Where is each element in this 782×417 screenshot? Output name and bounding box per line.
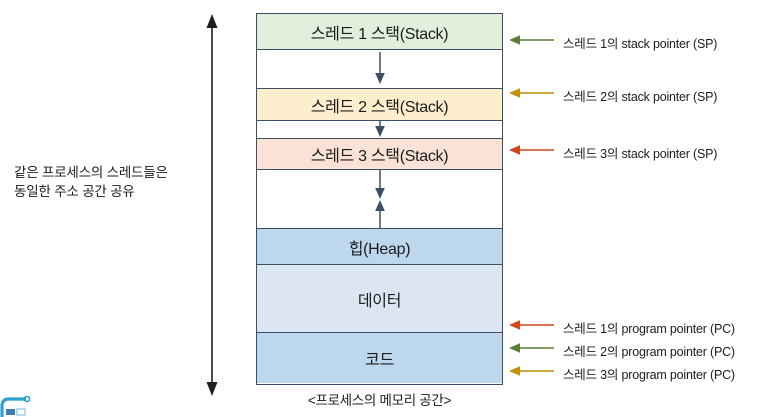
annotation-thread-1-pc: 스레드 1의 program pointer (PC) (508, 318, 735, 336)
leader-line-thread-3-pc (508, 364, 556, 383)
leader-line-thread-1-pc (508, 318, 556, 337)
thread-2-stack-label: 스레드 2 스택(Stack) (310, 98, 449, 116)
annotation-thread-3-sp: 스레드 3의 stack pointer (SP) (508, 143, 717, 161)
leader-line-thread-2-pc (508, 341, 556, 360)
left-note-line-2: 동일한 주소 공간 공유 (14, 184, 135, 199)
partial-ui-artifact-icon (0, 396, 40, 417)
stack-gap-1 (257, 50, 502, 88)
thread-2-stack-band: 스레드 2 스택(Stack) (257, 88, 502, 121)
annotation-thread-1-sp-text: 스레드 1의 stack pointer (SP) (563, 36, 718, 51)
annotation-thread-3-pc: 스레드 3의 program pointer (PC) (508, 364, 735, 382)
left-note: 같은 프로세스의 스레드들은 동일한 주소 공간 공유 (14, 163, 194, 201)
process-memory-box: 스레드 1 스택(Stack) 스레드 2 스택(Stack) 스레드 (256, 13, 503, 385)
annotation-thread-3-pc-text: 스레드 3의 program pointer (PC) (563, 367, 735, 382)
thread-1-stack-label: 스레드 1 스택(Stack) (310, 25, 449, 43)
data-band: 데이터 (257, 265, 502, 333)
code-label: 코드 (365, 352, 394, 369)
stack-grow-down-arrow-2 (372, 120, 388, 138)
annotation-thread-2-sp-text: 스레드 2의 stack pointer (SP) (563, 89, 718, 104)
annotation-thread-2-sp: 스레드 2의 stack pointer (SP) (508, 86, 717, 104)
address-space-span-arrow (196, 10, 228, 400)
annotation-thread-3-sp-text: 스레드 3의 stack pointer (SP) (563, 146, 718, 161)
stack-heap-grow-arrows (372, 170, 388, 228)
heap-label: 힙(Heap) (348, 240, 411, 258)
stack-gap-2 (257, 120, 502, 138)
leader-line-thread-2-sp (508, 86, 556, 105)
thread-3-stack-band: 스레드 3 스택(Stack) (257, 138, 502, 170)
leader-line-thread-3-sp (508, 143, 556, 162)
annotation-thread-1-sp: 스레드 1의 stack pointer (SP) (508, 33, 717, 51)
annotation-thread-2-pc-text: 스레드 2의 program pointer (PC) (563, 344, 735, 359)
thread-1-stack-band: 스레드 1 스택(Stack) (257, 14, 502, 50)
stack-grow-down-arrow-1 (372, 52, 388, 86)
thread-3-stack-label: 스레드 3 스택(Stack) (310, 148, 449, 165)
leader-line-thread-1-sp (508, 33, 556, 52)
annotation-thread-1-pc-text: 스레드 1의 program pointer (PC) (563, 321, 735, 336)
memory-box-caption: <프로세스의 메모리 공간> (307, 393, 452, 408)
annotation-thread-2-pc: 스레드 2의 program pointer (PC) (508, 341, 735, 359)
stack-heap-gap (257, 170, 502, 228)
code-band: 코드 (257, 333, 502, 383)
heap-band: 힙(Heap) (257, 228, 502, 265)
left-note-line-1: 같은 프로세스의 스레드들은 (14, 165, 168, 180)
data-label: 데이터 (357, 292, 402, 310)
